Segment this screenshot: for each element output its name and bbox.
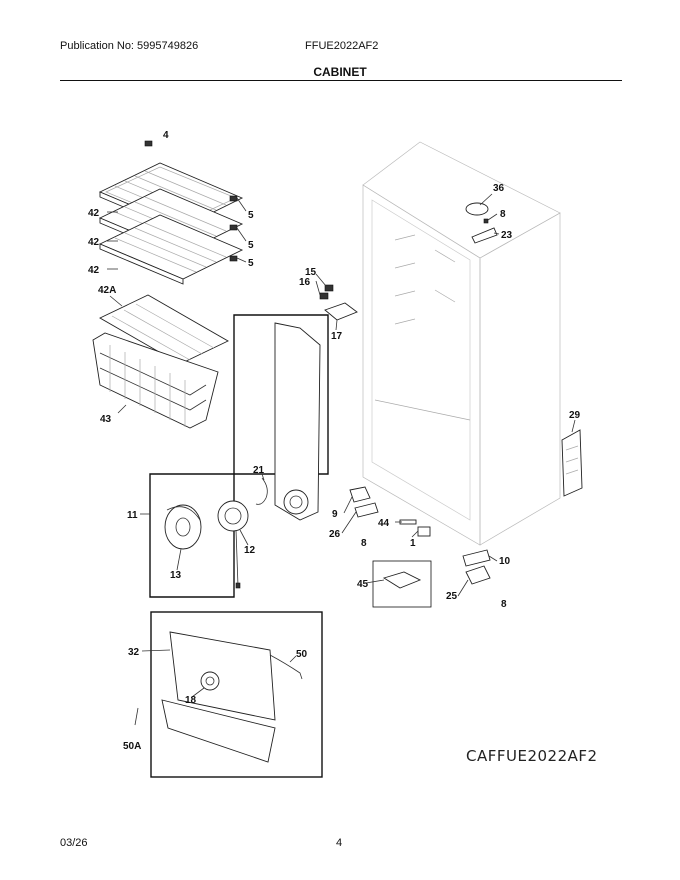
footer-date: 03/26 bbox=[60, 837, 88, 849]
callout-16: 16 bbox=[299, 277, 311, 288]
callout-44: 44 bbox=[378, 518, 390, 529]
bottom-hinge-25 bbox=[465, 565, 491, 585]
callout-45: 45 bbox=[357, 579, 369, 590]
callout-42-top: 42 bbox=[88, 208, 100, 219]
ice-maker-bracket-29 bbox=[561, 429, 583, 497]
wire-shelf-bottom bbox=[98, 214, 244, 285]
kick-plate-32 bbox=[161, 631, 276, 763]
section-title: CABINET bbox=[313, 65, 367, 79]
shelf-clip-1 bbox=[229, 195, 238, 202]
callout-5-top: 5 bbox=[248, 210, 254, 221]
page-number: 4 bbox=[336, 837, 343, 849]
callout-43: 43 bbox=[100, 414, 112, 425]
callout-26: 26 bbox=[329, 529, 341, 540]
callout-8-top: 8 bbox=[500, 209, 506, 220]
callout-5-middle: 5 bbox=[248, 240, 254, 251]
part-9 bbox=[349, 486, 371, 503]
leader-lines bbox=[107, 193, 576, 698]
callout-8-bottom: 8 bbox=[501, 599, 507, 610]
evaporator-cover-frame bbox=[149, 314, 329, 598]
bottom-hinge-26 bbox=[354, 502, 379, 518]
callout-50a: 50A bbox=[123, 741, 141, 752]
part-45 bbox=[382, 571, 422, 589]
callout-23: 23 bbox=[501, 230, 513, 241]
model-number: FFUE2022AF2 bbox=[305, 40, 379, 52]
wire-50 bbox=[269, 654, 303, 680]
callout-25: 25 bbox=[446, 591, 458, 602]
callout-42-bottom: 42 bbox=[88, 265, 100, 276]
callout-8-middle: 8 bbox=[361, 538, 367, 549]
callout-15: 15 bbox=[305, 267, 317, 278]
fan-blade-13 bbox=[164, 504, 202, 550]
callout-32: 32 bbox=[128, 647, 140, 658]
callout-42a: 42A bbox=[98, 285, 116, 296]
knob-16 bbox=[319, 292, 329, 300]
cabinet-liner bbox=[362, 141, 561, 546]
callout-5-bottom: 5 bbox=[248, 258, 254, 269]
freezer-basket-43 bbox=[92, 332, 219, 429]
kick-plate-frame bbox=[150, 611, 323, 778]
wire-harness-21 bbox=[255, 477, 268, 505]
callout-labels: 4 42 42 42 5 5 5 42A 43 15 16 17 36 8 23… bbox=[88, 130, 581, 752]
callout-18: 18 bbox=[185, 695, 197, 706]
part-45-frame bbox=[372, 560, 432, 608]
header-rule bbox=[60, 80, 622, 81]
shelf-clip-3 bbox=[229, 255, 238, 262]
callout-36: 36 bbox=[493, 183, 505, 194]
callout-13: 13 bbox=[170, 570, 182, 581]
callout-17: 17 bbox=[331, 331, 343, 342]
callout-42-middle: 42 bbox=[88, 237, 100, 248]
callout-50: 50 bbox=[296, 649, 308, 660]
callout-10: 10 bbox=[499, 556, 511, 567]
clip-part-4 bbox=[144, 140, 153, 147]
fan-motor-12 bbox=[217, 500, 249, 589]
callout-4: 4 bbox=[163, 130, 169, 141]
part-1 bbox=[417, 526, 431, 537]
part-44 bbox=[399, 519, 417, 525]
callout-21: 21 bbox=[253, 465, 265, 476]
callout-11: 11 bbox=[127, 510, 138, 521]
hinge-screw-8 bbox=[483, 218, 489, 224]
hinge-cover-36 bbox=[465, 202, 489, 216]
top-hinge-23 bbox=[471, 227, 498, 244]
publication-number: Publication No: 5995749826 bbox=[60, 40, 199, 52]
callout-9: 9 bbox=[332, 509, 338, 520]
basket-shelf-42a bbox=[99, 294, 229, 365]
control-housing-17 bbox=[324, 302, 358, 321]
evaporator-cover bbox=[274, 322, 321, 521]
knob-15 bbox=[324, 284, 334, 292]
callout-12: 12 bbox=[244, 545, 256, 556]
drawing-id: CAFFUE2022AF2 bbox=[466, 747, 598, 765]
part-10 bbox=[462, 549, 491, 567]
shelf-clip-2 bbox=[229, 224, 238, 231]
callout-29: 29 bbox=[569, 410, 581, 421]
callout-1: 1 bbox=[410, 538, 416, 549]
screw-50a bbox=[134, 707, 139, 726]
